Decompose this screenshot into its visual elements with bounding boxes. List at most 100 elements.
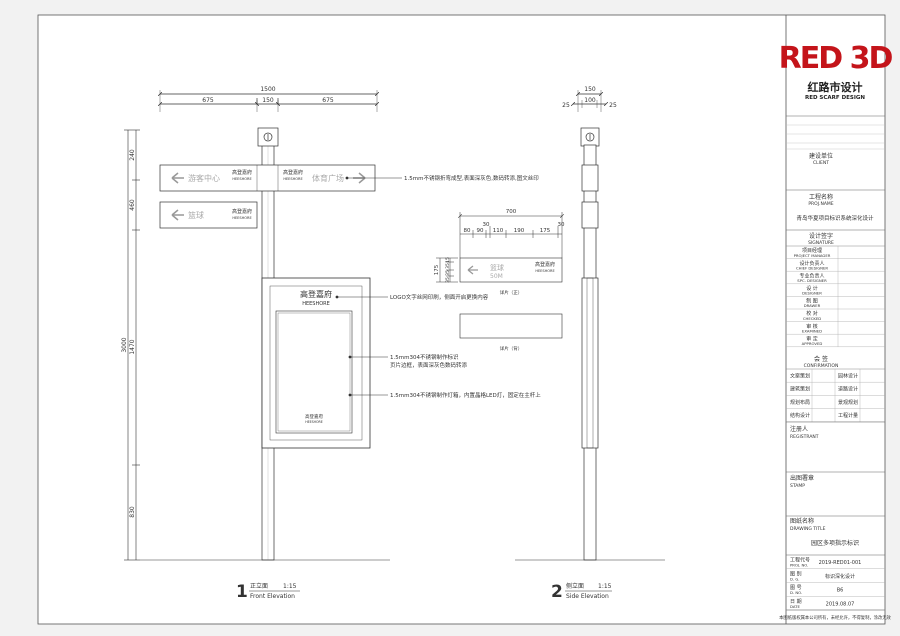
side-dim-25b: 25 [609,102,617,109]
confirmation-item: 园林设计 [838,373,858,380]
logo-en: RED SCARF DESIGN [805,95,865,101]
plate-sign-text: 篮球 [490,263,504,272]
sign-lower-text: 篮球 [188,210,204,220]
note-panel-material: 1.5mm304不锈钢制作标识 [390,353,459,361]
panel-brand-en: HEESHORE [305,420,323,424]
detail-dim-left-35a: 35 [445,263,451,269]
role-label: 审 核 [806,323,818,330]
detail-dim-left-15: 15 [445,257,451,263]
signature-label-en: SIGNATURE [808,240,834,246]
brand-upper-right: 高登嘉府 [283,169,303,176]
confirmation-item: 结构设计 [790,412,810,419]
light-box-brand: 高登嘉府 [300,289,332,299]
view-title-side-en: Side Elevation [566,593,609,600]
info-label: 日 期 [790,599,802,605]
detail-dim-left-35c: 35 [445,277,451,283]
view-title-front-en: Front Elevation [250,593,295,600]
note-sign-material: 1.5mm不锈钢折弯成型,表面深灰色,数码转添,图文丝印 [404,174,539,182]
dim-left-830: 830 [129,506,136,518]
sign-plate-detail-text: 700 80 90 30 110 190 175 30 175 15 35 35… [434,209,565,352]
role-label: 校 对 [806,310,818,317]
dim-left-460: 460 [129,199,136,211]
confirmation-label-en: CONFIRMATION [804,363,839,369]
sign-plate-detail [436,212,563,339]
plate-brand-en: HEESHORE [535,269,554,273]
detail-dim-30b: 30 [558,222,565,228]
copyright-footer: 本图纸版权属本公司所有，未经允许，不得复制，涂改无效 [779,614,891,621]
side-dim-25a: 25 [562,102,570,109]
light-box-panel [275,310,353,434]
role-label: 设 计 [806,285,818,292]
left-arrow-icon [171,209,184,221]
role-label-en: PROJECT MANAGER [794,253,831,258]
brand-upper-right-en: HEESHORE [283,177,302,181]
detail-dim-175: 175 [540,228,551,234]
sign-upper-left-text: 游客中心 [188,173,220,183]
role-label-en: SPC. DESIGNER [797,278,827,283]
detail-dim-110: 110 [493,228,504,234]
plate-brand: 高登嘉府 [535,261,555,268]
info-value: 标识深化设计 [825,573,855,580]
side-elevation [515,90,665,561]
view-number-side: 2 [551,582,563,602]
brand-upper-left: 高登嘉府 [232,169,252,176]
confirmation-item: 文案策划 [790,373,810,380]
detail-dim-left-35b: 35 [445,270,451,276]
role-label: 项目经理 [802,247,822,254]
drawing-title-label: 图纸名称 [790,517,814,525]
role-label: 审 定 [806,335,818,342]
view-title-front: 正立面 [250,582,268,590]
info-label-en: DATE [790,604,800,609]
side-sign-edge-2 [581,201,599,229]
role-label-en: APPROVED [802,341,823,346]
info-value: 2019.08.07 [826,601,855,607]
view-title-side: 侧立面 [566,582,584,590]
role-label-en: DESIGNER [802,291,822,296]
plate-back [459,313,563,339]
confirmation-item: 工程计量 [838,412,858,419]
info-label: 图 号 [790,585,802,591]
stamp-label: 出图署章 [790,474,814,482]
confirmation-item: 规划布局 [790,399,810,406]
plate-back-caption: 详片（背） [500,345,523,352]
info-label-en: PROJ. NO. [790,563,808,568]
confirmation-item: 景观规划 [838,399,858,406]
dim-overall: 3000 [121,337,128,352]
stamp-label-en: STAMP [790,483,805,489]
role-label-en: EXAMINED [802,328,822,333]
brand-upper-left-en: HEESHORE [232,177,251,181]
drawing-title: 园区多项指示标识 [811,539,859,547]
dim-left-240: 240 [129,149,136,161]
side-dim-100: 100 [584,97,596,104]
side-light-box [581,277,599,449]
dim-top-total: 1500 [260,86,275,93]
light-box-brand-en: HEESHORE [302,301,330,307]
drawing-title-label-en: DRAWING TITLE [790,526,826,532]
confirmation-item: 建筑策划 [790,386,810,393]
info-label: 工程代号 [790,557,810,564]
info-value: B6 [837,588,844,594]
role-label: 专业负责人 [799,272,824,279]
front-elevation [124,90,402,561]
confirmation-item: 道路设计 [838,386,858,393]
client-label: 建设单位 [809,152,833,160]
registrant-label: 注册人 [790,425,808,433]
role-label: 设计负责人 [799,260,824,267]
logo-mark: RED 3D [779,41,893,76]
dim-top-part-1: 675 [202,97,214,104]
title-block: RED 3D 红路市设计 RED SCARF DESIGN 建设单位 CLIEN… [779,41,895,621]
logo: RED 3D 红路市设计 RED SCARF DESIGN [779,41,895,101]
plate-sign-distance: 50M [490,273,503,280]
project-label: 工程名称 [809,193,833,201]
panel-brand: 高登嘉府 [305,413,323,420]
sign-upper-right-text: 体育广场 [312,173,344,183]
dim-top-part-2: 150 [262,97,274,104]
detail-dim-30: 30 [483,222,490,228]
view-scale-front: 1:15 [283,583,297,590]
left-arrow-icon [171,172,184,184]
side-sign-edge-1 [581,164,599,192]
